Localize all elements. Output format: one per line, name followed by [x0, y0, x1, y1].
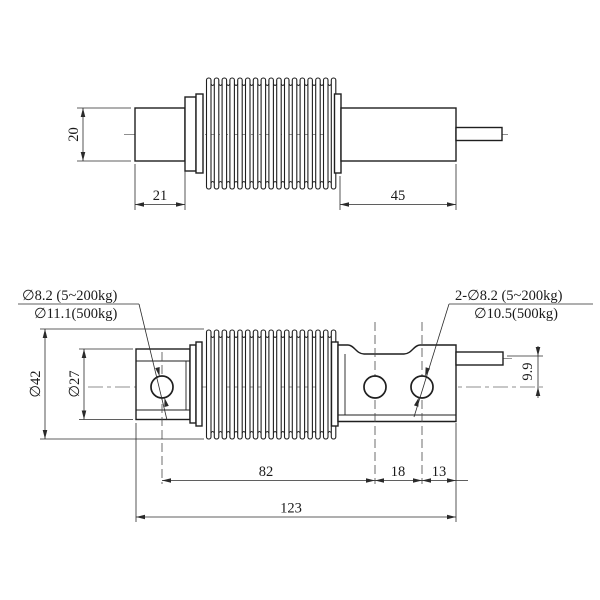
bellows-plan-view: [205, 329, 337, 440]
dim-text-21: 21: [153, 188, 168, 204]
cable-exit: [455, 126, 503, 142]
bellows-fin: [276, 329, 282, 440]
plan-right-flange-step: [330, 341, 339, 427]
side-view: 20 21 45: [66, 77, 508, 210]
dim-text-20: 20: [66, 127, 82, 142]
bellows-fin: [315, 77, 321, 190]
bellows-fin: [283, 77, 290, 190]
bellows-fin: [315, 329, 321, 440]
bellows-fin: [307, 329, 313, 440]
left-flange-step1: [184, 96, 197, 172]
bellows-fin: [268, 329, 274, 440]
bellows-fin: [260, 329, 267, 440]
bellows-fin: [307, 77, 313, 190]
dim-123: 123: [135, 423, 457, 522]
right-holes-callout: 2-∅8.2 (5~200kg) ∅10.5(500kg): [413, 288, 593, 418]
right-mounting-block: [337, 344, 457, 423]
bellows-fin: [283, 329, 290, 440]
left-hole-callout: ∅8.2 (5~200kg) ∅11.1(500kg): [18, 288, 169, 421]
bellows-fin: [244, 329, 251, 440]
bellows-fin: [237, 329, 243, 440]
left-hole-spec-line2: ∅11.1(500kg): [34, 306, 118, 322]
bellows-fin: [213, 329, 220, 440]
right-hole-spec-line1: 2-∅8.2 (5~200kg): [455, 288, 563, 304]
dim-dia27: ∅27: [67, 348, 133, 420]
bellows-fin: [299, 77, 306, 190]
bellows-fin: [205, 329, 212, 440]
bellows-fin: [322, 329, 329, 440]
left-hole-spec-line1: ∅8.2 (5~200kg): [22, 288, 118, 304]
bellows-fin: [252, 329, 259, 440]
bellows-fin: [260, 77, 267, 190]
bellows-fin: [229, 77, 235, 190]
dim-text-9-9: 9.9: [520, 362, 536, 380]
bellows-fin: [291, 329, 298, 440]
dim-text-45: 45: [391, 188, 406, 204]
dim-dia42: ∅42: [28, 328, 204, 440]
right-flange-step: [333, 93, 342, 174]
bellows-fin: [237, 77, 243, 190]
bellows-fin: [213, 77, 220, 190]
dim-20: 20: [66, 107, 131, 162]
bellows-fin: [205, 77, 212, 190]
dim-text-18: 18: [391, 464, 406, 480]
dim-9-9: 9.9: [507, 346, 543, 398]
right-callout-leader: [413, 303, 450, 418]
dim-text-123: 123: [280, 501, 302, 517]
plan-left-flange-step2: [195, 341, 203, 427]
dim-82-18-13: 82 18 13: [162, 423, 468, 484]
plan-left-flange-step1: [189, 344, 197, 424]
plan-cable-exit: [455, 351, 504, 366]
dim-text-13: 13: [432, 464, 447, 480]
right-mounting-hole-2: [410, 375, 434, 399]
bellows-fin: [229, 329, 235, 440]
bellows-fin: [221, 77, 228, 190]
left-callout-leader: [138, 303, 168, 421]
bellows-fin: [276, 77, 282, 190]
left-flange-step2: [195, 93, 204, 174]
left-shaft: [134, 107, 186, 162]
bellows-fin: [299, 329, 306, 440]
bellows-fin: [291, 77, 298, 190]
left-mounting-hole: [150, 375, 174, 399]
bellows-fin: [221, 329, 228, 440]
dim-text-dia27: ∅27: [67, 370, 83, 397]
right-hole-spec-line2: ∅10.5(500kg): [474, 306, 558, 322]
bellows-fin: [252, 77, 259, 190]
dim-text-dia42: ∅42: [28, 370, 44, 397]
right-mounting-hole-1: [363, 375, 387, 399]
bellows-side-view: [205, 77, 337, 190]
dim-45: 45: [339, 164, 457, 210]
bellows-fin: [322, 77, 329, 190]
right-body: [340, 107, 457, 162]
dim-text-82: 82: [259, 464, 274, 480]
bellows-fin: [268, 77, 274, 190]
plan-view: ∅42 ∅27 9.9 82: [18, 288, 593, 522]
bellows-fin: [244, 77, 251, 190]
dim-21: 21: [134, 164, 186, 210]
